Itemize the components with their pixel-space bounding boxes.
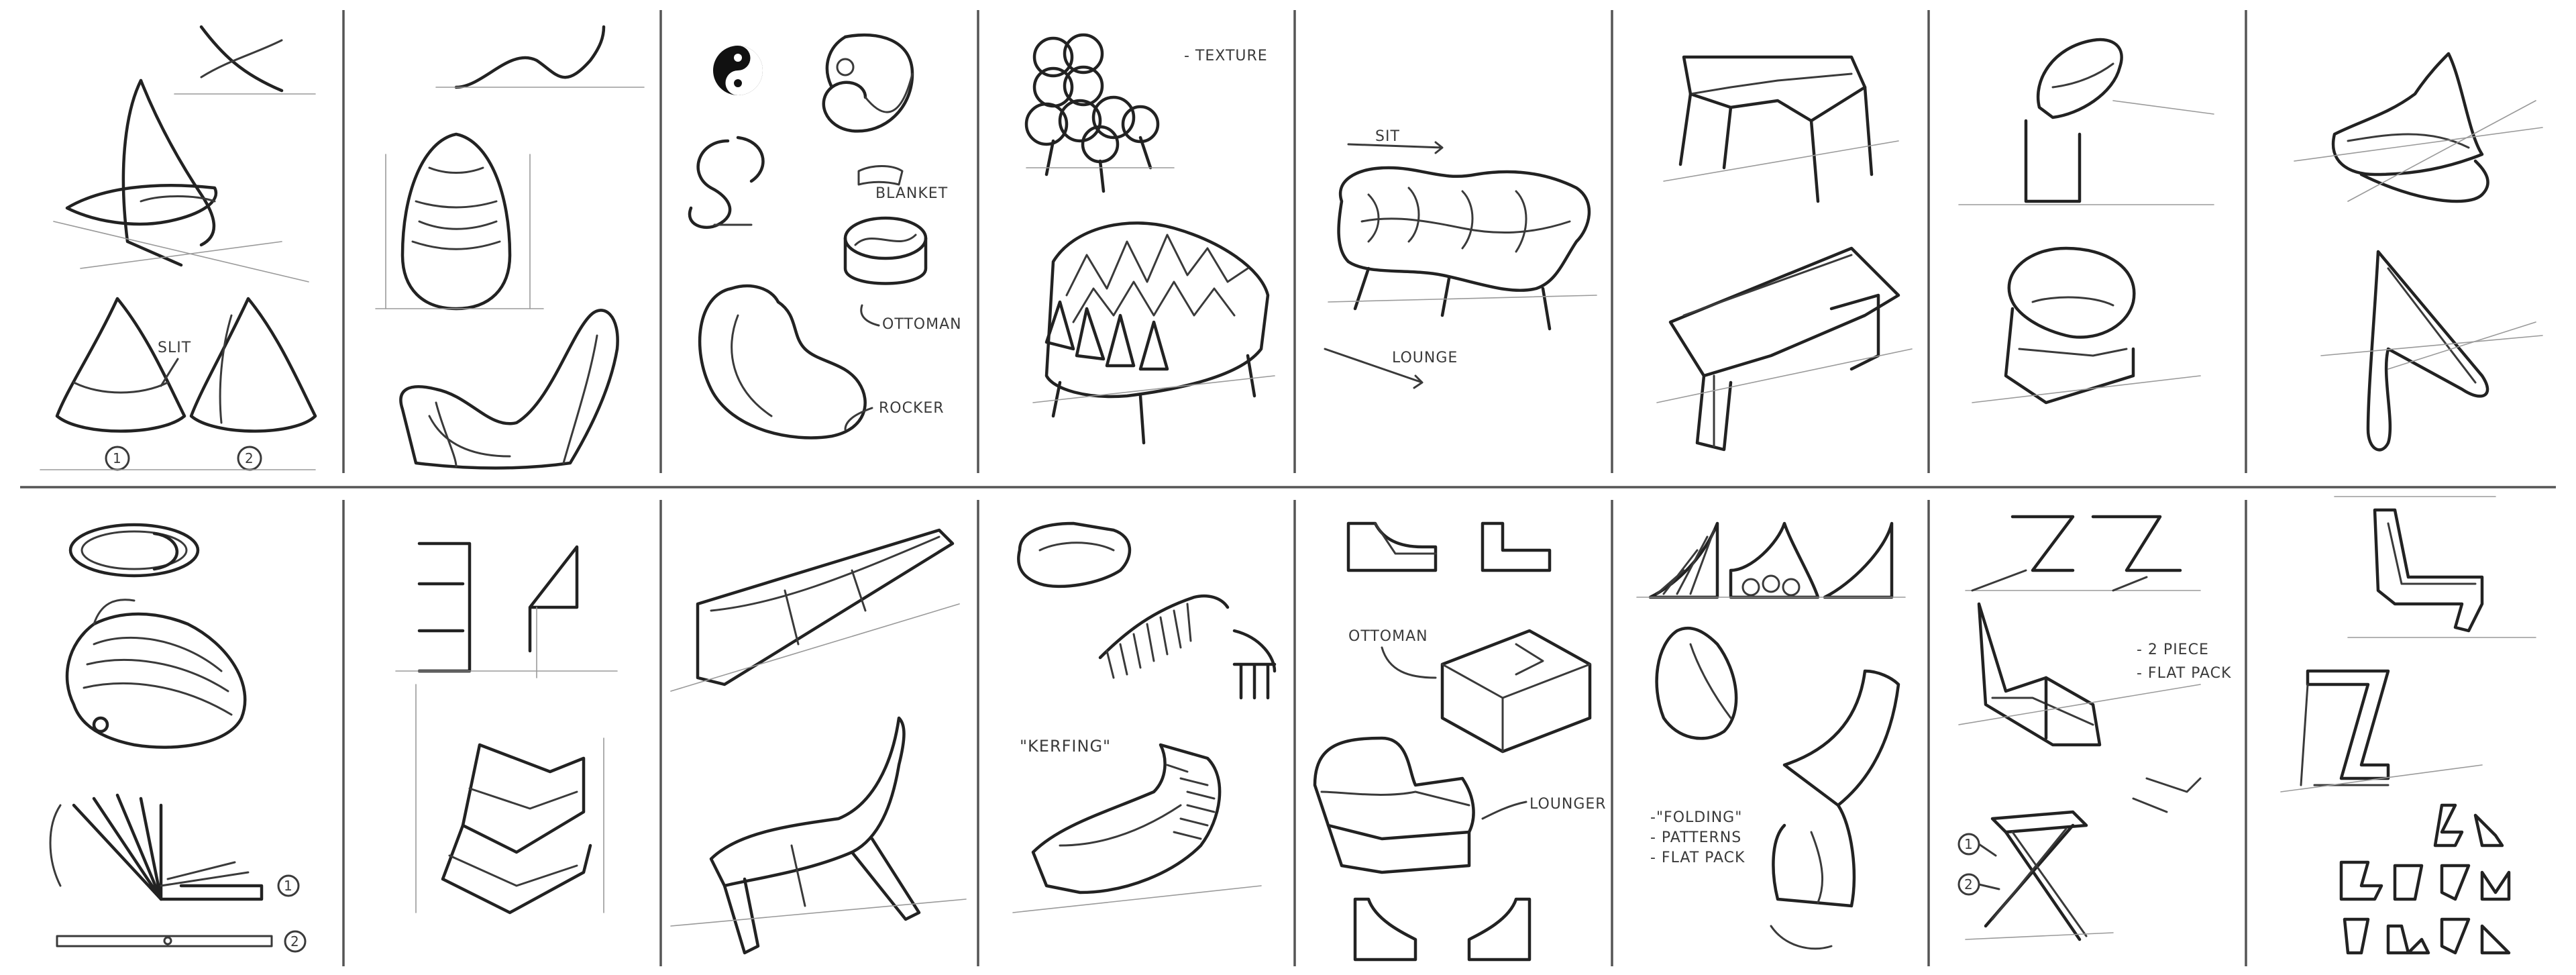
lounger bbox=[1313, 736, 1475, 841]
folded-bench-1 bbox=[1682, 55, 1867, 123]
cantilever-chair-1 bbox=[2036, 38, 2123, 119]
folded-bench-2 bbox=[1668, 246, 1900, 378]
loop-chair-1 bbox=[2331, 52, 2484, 176]
curved-sheet-chair bbox=[1782, 669, 1900, 807]
egg-chair bbox=[1655, 626, 1738, 740]
zigzag-profile bbox=[417, 542, 472, 673]
folding-pattern-2 bbox=[1729, 521, 1820, 599]
panel-14-folding-patterns: -"FOLDING" - PATTERNS - FLAT PACK bbox=[1636, 521, 1906, 950]
rocker-chair bbox=[698, 287, 867, 440]
label-two-piece: - 2 PIECE bbox=[2137, 642, 2209, 658]
label-kerfing: "KERFING" bbox=[1020, 737, 1111, 756]
label-sit: SIT bbox=[1375, 128, 1400, 145]
loop-chair-2 bbox=[2366, 250, 2489, 452]
lounger-side-2 bbox=[1481, 521, 1552, 572]
label-texture: - TEXTURE bbox=[1184, 48, 1268, 64]
panel-8-loop-chairs bbox=[2294, 52, 2543, 452]
two-piece-chair bbox=[1977, 602, 2102, 747]
fan-chair bbox=[65, 612, 247, 749]
label-num-c1: 1 bbox=[1964, 836, 1973, 852]
yin-yang-icon bbox=[713, 46, 763, 95]
label-lounge: LOUNGE bbox=[1392, 350, 1458, 366]
label-flat-pack-14: - FLAT PACK bbox=[1650, 850, 1745, 866]
folding-pattern-1 bbox=[1648, 521, 1719, 599]
panel-15-flat-pack-chairs: - 2 PIECE - FLAT PACK 1 2 bbox=[1957, 515, 2231, 941]
spike-sofa bbox=[1032, 221, 1275, 445]
cone-chair-2 bbox=[189, 297, 317, 433]
x-stool bbox=[1990, 810, 2088, 834]
label-num-b2: 2 bbox=[290, 933, 299, 950]
panel-16-bent-chairs-glyphs bbox=[2280, 496, 2536, 955]
label-patterns: - PATTERNS bbox=[1650, 829, 1741, 846]
blanket-roll bbox=[822, 33, 914, 133]
panel-3-yin-yang-rocker: BLANKET OTTOMAN ROCKER bbox=[688, 33, 962, 440]
s-shape bbox=[688, 139, 732, 229]
lounge-pod bbox=[399, 309, 619, 470]
flat-pack-glyphs bbox=[2339, 803, 2511, 955]
panel-9-fan-chair: 1 2 bbox=[49, 523, 307, 953]
panel-10-zigzag-chair bbox=[395, 542, 618, 915]
fan-chair-top-view bbox=[68, 523, 200, 578]
kerfed-ring bbox=[1017, 521, 1132, 588]
z-profile-1 bbox=[2010, 515, 2075, 572]
bubble-chair bbox=[1024, 33, 1175, 193]
panel-5-cloud-sofa: SIT LOUNGE bbox=[1324, 128, 1597, 389]
folding-pattern-3 bbox=[1823, 521, 1894, 599]
profile-curve bbox=[454, 25, 606, 89]
label-num-c2: 2 bbox=[1964, 876, 1973, 892]
label-num-2: 2 bbox=[245, 450, 254, 466]
label-lounger: LOUNGER bbox=[1529, 796, 1607, 813]
label-ottoman-12: OTTOMAN bbox=[1348, 628, 1428, 645]
fan-layers bbox=[72, 793, 163, 901]
bent-side-table bbox=[2306, 669, 2390, 780]
label-slit: SLIT bbox=[158, 340, 191, 356]
cloud-sofa bbox=[1337, 166, 1591, 292]
kerfed-curl bbox=[1098, 594, 1230, 660]
ottoman-box bbox=[1440, 629, 1592, 754]
panel-12-kerfing: "KERFING" bbox=[1012, 521, 1277, 913]
lounger-side-3 bbox=[1353, 897, 1417, 962]
panel-7-cantilever-chairs bbox=[1958, 38, 2214, 405]
panel-1-fin-chair: SLIT 1 2 bbox=[40, 25, 317, 471]
label-flat-pack-15: - FLAT PACK bbox=[2137, 665, 2231, 682]
label-ottoman-3: OTTOMAN bbox=[882, 316, 962, 333]
ottoman-cylinder bbox=[843, 216, 928, 260]
panel-11-sheet-loungers bbox=[670, 528, 967, 955]
sheet-lounger-top bbox=[696, 528, 955, 686]
label-rocker: ROCKER bbox=[879, 400, 945, 417]
zigzag-chair bbox=[461, 743, 586, 854]
kerf-lounge-chair bbox=[1031, 743, 1222, 894]
panel-2-pod-chair bbox=[375, 25, 645, 470]
label-num-b1: 1 bbox=[284, 878, 292, 894]
cantilever-chair-2 bbox=[2007, 246, 2136, 339]
label-blanket: BLANKET bbox=[875, 185, 948, 202]
panel-4-bubble-spike-chairs: - TEXTURE bbox=[1024, 33, 1275, 445]
bent-lounger bbox=[709, 716, 906, 888]
lounger-side-4 bbox=[1467, 897, 1532, 962]
panel-13-ottoman-lounger: OTTOMAN LOUNGER bbox=[1313, 521, 1607, 962]
profile-curve bbox=[199, 25, 284, 93]
panel-6-folded-benches bbox=[1656, 55, 1913, 452]
grid-dividers bbox=[20, 10, 2556, 966]
z-profile-2 bbox=[2091, 515, 2182, 572]
label-folding: -"FOLDING" bbox=[1650, 809, 1742, 826]
cone-chair-1 bbox=[55, 297, 186, 433]
bent-chair bbox=[2373, 508, 2484, 633]
label-num-1: 1 bbox=[113, 450, 121, 466]
